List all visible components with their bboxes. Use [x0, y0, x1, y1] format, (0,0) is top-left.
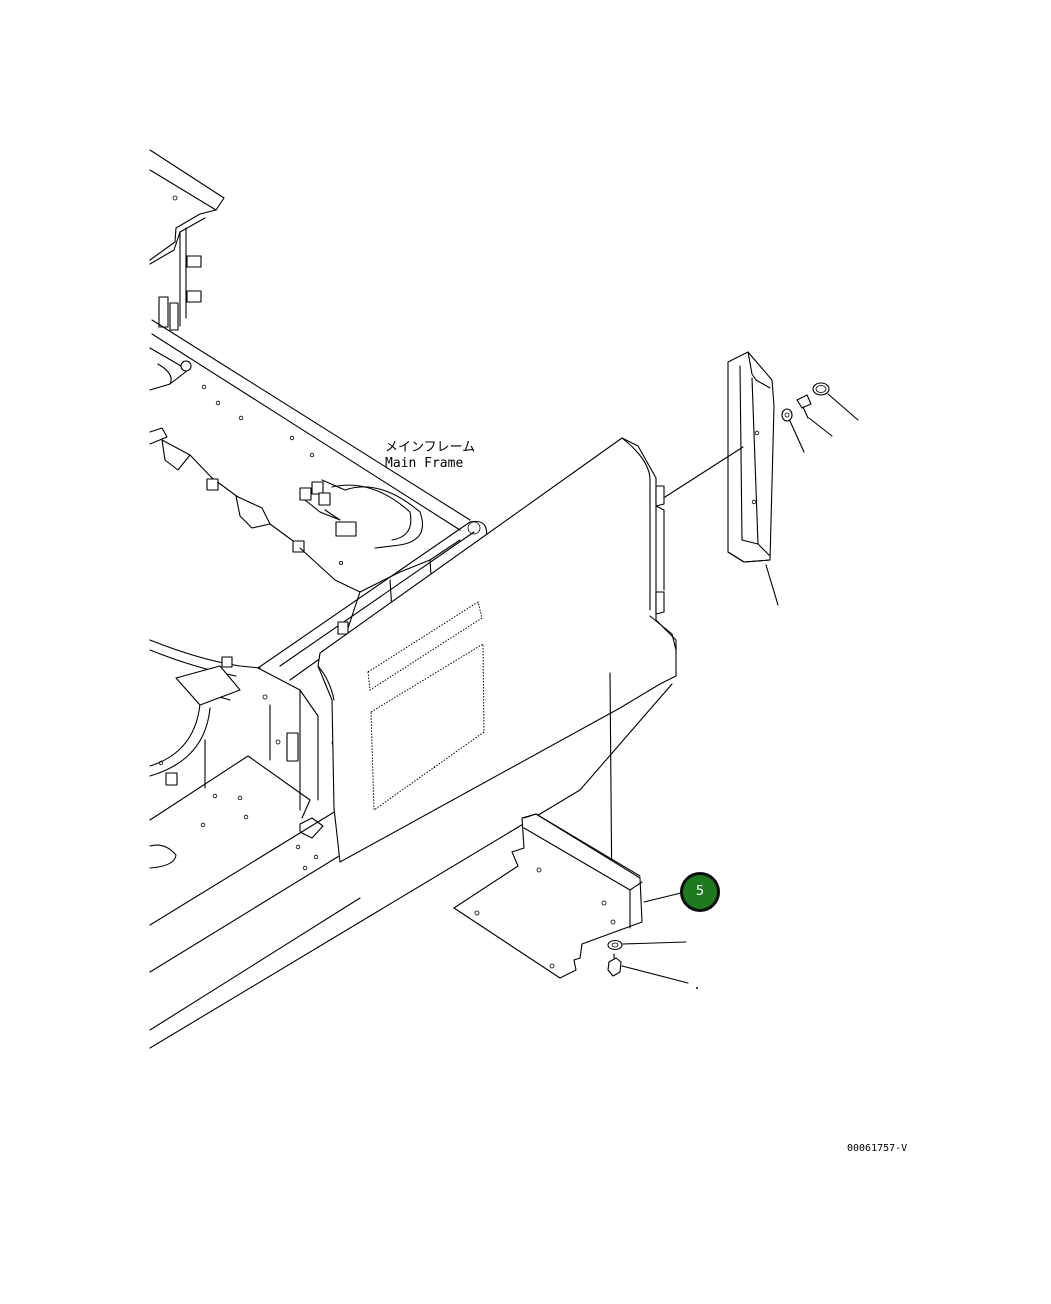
- part-callout-5[interactable]: 5: [680, 872, 720, 912]
- side-cover-panel: [317, 437, 677, 911]
- main-frame-label-en: Main Frame: [385, 456, 464, 471]
- main-frame: [149, 149, 673, 1049]
- under-cover-plate: [453, 813, 682, 979]
- upright-cover: [664, 351, 775, 563]
- main-frame-label-jp: メインフレーム: [385, 440, 476, 455]
- fasteners-upper: [765, 382, 859, 606]
- fasteners-lower: [607, 939, 699, 990]
- drawing-number: 00061757-V: [847, 1143, 908, 1154]
